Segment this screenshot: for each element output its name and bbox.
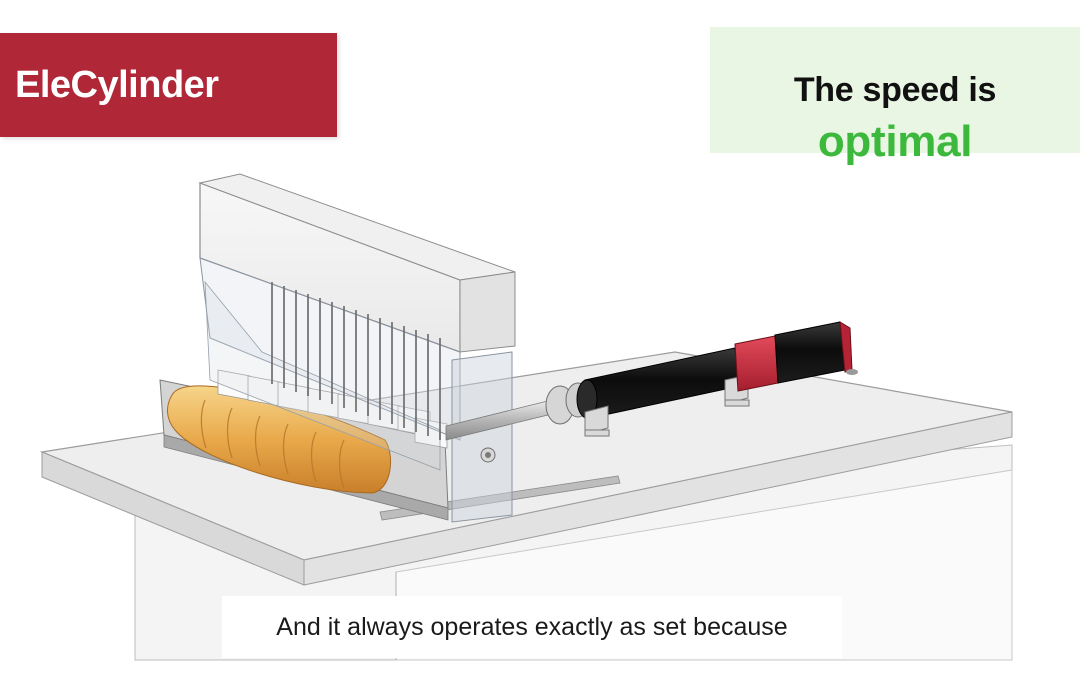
table-top-edge-side bbox=[303, 411, 1013, 586]
subtitle-text: And it always operates exactly as set be… bbox=[276, 612, 788, 641]
brand-banner: EleCylinder bbox=[0, 33, 337, 137]
transparent-side-plate bbox=[451, 351, 513, 523]
speed-callout-status: optimal bbox=[817, 117, 973, 166]
subtitle-caption: And it always operates exactly as set be… bbox=[222, 596, 842, 658]
speed-callout-line1: The speed is bbox=[793, 71, 997, 109]
brand-label: EleCylinder bbox=[15, 63, 219, 106]
slicer-blades bbox=[271, 282, 441, 440]
motor-body bbox=[774, 321, 846, 384]
slicer-housing-side bbox=[459, 271, 516, 353]
red-coupling bbox=[734, 335, 779, 392]
speed-callout: The speed is optimal bbox=[710, 27, 1080, 166]
